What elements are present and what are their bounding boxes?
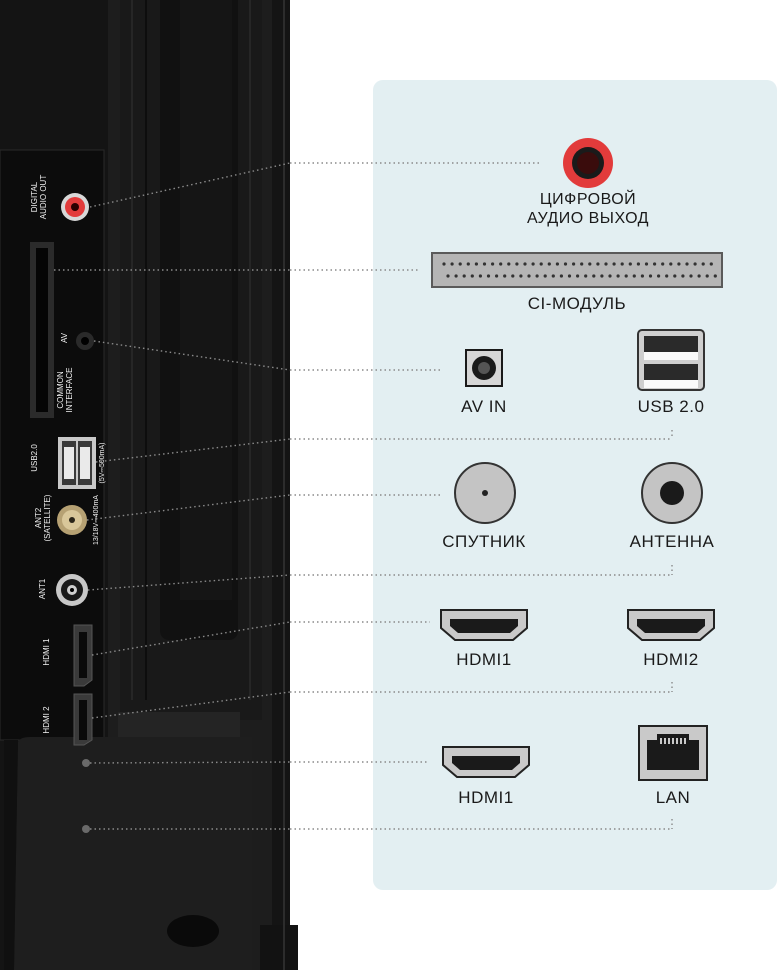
label-lan: LAN — [655, 788, 691, 807]
antenna-connector-icon — [641, 462, 703, 524]
label-usb: USB 2.0 — [637, 397, 705, 416]
hdmi-icon — [627, 609, 715, 641]
lan-port-icon — [638, 725, 708, 781]
label-digital-audio-out: ЦИФРОВОЙ АУДИО ВЫХОД — [526, 191, 650, 227]
av-jack-icon — [465, 349, 503, 387]
label-av-in: AV IN — [461, 397, 507, 416]
ci-module-icon — [431, 252, 723, 288]
label-ci-module: CI-МОДУЛЬ — [527, 294, 627, 313]
hdmi-icon — [442, 746, 530, 778]
label-hdmi1-bottom: HDMI1 — [458, 788, 514, 807]
hdmi-icon — [440, 609, 528, 641]
label-satellite: СПУТНИК — [442, 532, 526, 551]
usb-icon — [637, 329, 705, 391]
rca-audio-icon — [563, 138, 613, 188]
connector-legend-panel — [373, 80, 777, 890]
satellite-connector-icon — [454, 462, 516, 524]
label-hdmi2: HDMI2 — [643, 650, 699, 669]
label-hdmi1-top: HDMI1 — [456, 650, 512, 669]
label-antenna: АНТЕННА — [629, 532, 715, 551]
